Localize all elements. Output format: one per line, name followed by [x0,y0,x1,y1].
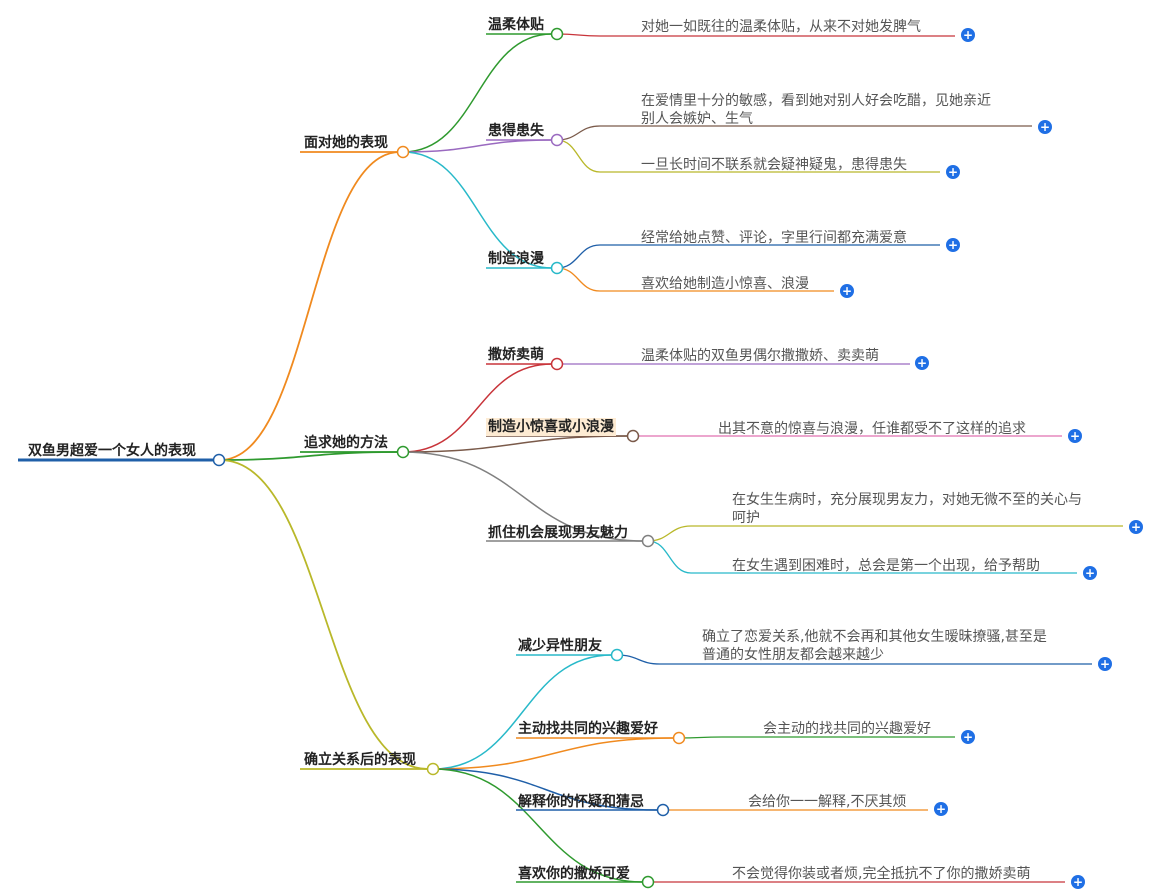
node-junction-dot [626,429,640,443]
node-gentle[interactable]: 温柔体贴 [488,17,544,33]
connector-curve [556,33,601,37]
connector-curve [219,451,399,461]
expand-plus-icon[interactable]: + [1098,657,1112,671]
node-junction-dot [212,453,226,467]
leaf-text: 喜欢给她制造小惊喜、浪漫 [641,276,809,292]
connector-curve [432,737,675,770]
node-surprise[interactable]: 制造小惊喜或小浪漫 [486,418,616,436]
node-cute[interactable]: 撒娇卖萌 [488,347,544,363]
expand-plus-icon[interactable]: + [1083,566,1097,580]
leaf-text: 温柔体贴的双鱼男偶尔撒撒娇、卖卖萌 [641,348,879,364]
node-junction-dot [641,534,655,548]
leaf-text: 一旦长时间不联系就会疑神疑鬼，患得患失 [641,157,907,173]
connector-curve [647,525,692,542]
leaf-text: 确立了恋爱关系,他就不会再和其他女生暧昧撩骚,甚至是普通的女性朋友都会越来越少 [702,629,1047,663]
expand-plus-icon[interactable]: + [840,284,854,298]
node-junction-dot [672,731,686,745]
node-junction-dot [656,803,670,817]
expand-plus-icon[interactable]: + [961,730,975,744]
node-junction-dot [396,445,410,459]
connector-curve [402,363,553,453]
leaf-text: 不会觉得你装或者烦,完全抵抗不了你的撒娇卖萌 [732,866,1031,882]
branch-pursue-her[interactable]: 追求她的方法 [304,435,388,451]
connector-curve [402,33,553,153]
connector-curve [556,125,601,141]
connector-curve [432,654,613,770]
leaf-text: 会主动的找共同的兴趣爱好 [763,721,931,737]
node-shared-hobbies[interactable]: 主动找共同的兴趣爱好 [518,721,658,737]
connector-curve [432,768,644,883]
connector-curve [556,139,601,173]
node-junction-dot [550,357,564,371]
node-junction-dot [426,762,440,776]
connector-curve [402,151,553,269]
leaf-text: 经常给她点赞、评论，字里行间都充满爱意 [641,230,907,246]
connector-curve [647,540,692,574]
node-anxious[interactable]: 患得患失 [488,123,544,139]
connector-curve [402,139,553,153]
node-junction-dot [641,875,655,889]
node-explain[interactable]: 解释你的怀疑和猜忌 [518,794,644,810]
node-junction-dot [550,27,564,41]
connector-curve [556,267,601,292]
connector-curve [678,736,723,739]
branch-face-her[interactable]: 面对她的表现 [304,135,388,151]
leaf-text: 对她一如既往的温柔体贴，从来不对她发脾气 [641,19,921,35]
expand-plus-icon[interactable]: + [946,238,960,252]
leaf-text: 在女生遇到困难时，总会是第一个出现，给予帮助 [732,558,1040,574]
node-junction-dot [550,133,564,147]
expand-plus-icon[interactable]: + [1068,429,1082,443]
leaf-text: 在爱情里十分的敏感，看到她对别人好会吃醋，见她亲近别人会嫉妒、生气 [641,93,991,127]
expand-plus-icon[interactable]: + [946,165,960,179]
connector-curve [616,654,661,665]
leaf-text: 会给你一一解释,不厌其烦 [748,794,907,810]
expand-plus-icon[interactable]: + [961,28,975,42]
expand-plus-icon[interactable]: + [1071,875,1085,889]
expand-plus-icon[interactable]: + [1038,120,1052,134]
node-junction-dot [396,145,410,159]
node-junction-dot [610,648,624,662]
node-charm[interactable]: 抓住机会展现男友魅力 [488,525,628,541]
expand-plus-icon[interactable]: + [915,356,929,370]
leaf-text: 出其不意的惊喜与浪漫，任谁都受不了这样的追求 [718,421,1026,437]
node-junction-dot [550,261,564,275]
node-likes-cute[interactable]: 喜欢你的撒娇可爱 [518,866,630,882]
connector-curve [219,459,429,770]
connector-curve [402,451,644,542]
expand-plus-icon[interactable]: + [1129,520,1143,534]
expand-plus-icon[interactable]: + [934,802,948,816]
branch-after-relationship[interactable]: 确立关系后的表现 [304,752,416,768]
leaf-text: 在女生生病时，充分展现男友力，对她无微不至的关心与呵护 [732,492,1082,526]
connector-curve [219,151,401,461]
root-node[interactable]: 双鱼男超爱一个女人的表现 [28,443,196,459]
node-fewer-friends[interactable]: 减少异性朋友 [518,638,602,654]
connector-curve [556,244,601,269]
connector-curve [432,768,659,811]
node-romance[interactable]: 制造浪漫 [488,251,544,267]
